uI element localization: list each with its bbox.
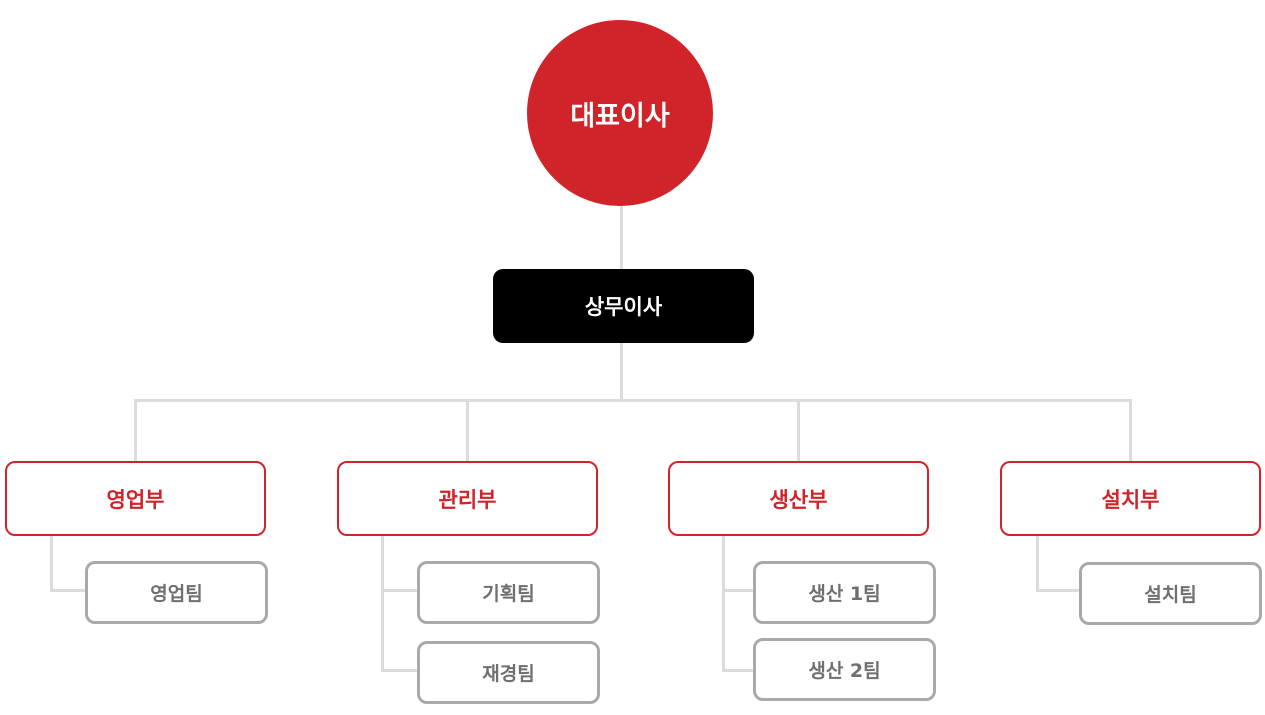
- connector-team-trunk-1: [50, 534, 53, 592]
- connector-team-trunk-2: [381, 534, 384, 672]
- connector-team-trunk-3: [722, 534, 725, 672]
- connector-team-branch: [50, 589, 86, 592]
- connector-dept-3: [797, 399, 800, 461]
- ceo-node: 대표이사: [527, 20, 713, 206]
- dept-node-production: 생산부: [668, 461, 929, 536]
- dept-node-installation: 설치부: [1000, 461, 1261, 536]
- dept-node-admin: 관리부: [337, 461, 598, 536]
- team-node-production-2: 생산 2팀: [753, 638, 936, 701]
- team-node-finance: 재경팀: [417, 641, 600, 704]
- connector-team-branch: [722, 669, 754, 672]
- team-node-planning: 기획팀: [417, 561, 600, 624]
- connector-vp-down: [620, 343, 623, 401]
- connector-team-trunk-4: [1036, 534, 1039, 592]
- dept-node-sales: 영업부: [5, 461, 266, 536]
- connector-dept-4: [1129, 399, 1132, 461]
- team-node-sales: 영업팀: [85, 561, 268, 624]
- connector-dept-2: [466, 399, 469, 461]
- connector-dept-1: [134, 399, 137, 461]
- connector-team-branch: [1036, 589, 1080, 592]
- connector-horizontal: [134, 399, 1132, 402]
- connector-team-branch: [381, 669, 418, 672]
- connector-team-branch: [381, 589, 418, 592]
- team-node-installation: 설치팀: [1079, 562, 1262, 625]
- team-node-production-1: 생산 1팀: [753, 561, 936, 624]
- connector-ceo-vp: [620, 206, 623, 269]
- connector-team-branch: [722, 589, 754, 592]
- vp-node: 상무이사: [493, 269, 754, 343]
